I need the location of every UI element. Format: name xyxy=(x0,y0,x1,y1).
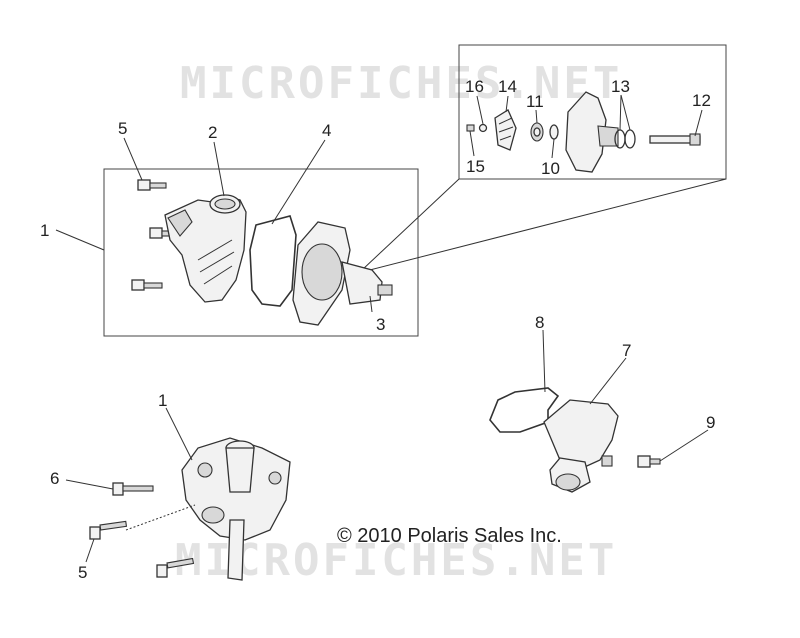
callout-1-bottom: 1 xyxy=(158,391,167,410)
gasket-part xyxy=(249,215,297,307)
pump-cover-part xyxy=(565,91,619,173)
callout-1-assembly: 1 xyxy=(40,221,49,240)
callout-5-assembly: 5 xyxy=(118,119,127,138)
washer-part xyxy=(478,123,488,133)
shaft-part xyxy=(649,133,701,146)
assembly-frame xyxy=(103,168,419,337)
leader-lines xyxy=(55,94,709,563)
callout-11: 11 xyxy=(526,92,544,111)
callout-4: 4 xyxy=(322,121,331,140)
seal-part xyxy=(530,122,544,142)
assembled-pump-part xyxy=(181,437,291,581)
water-pump-part xyxy=(292,221,393,326)
callout-14: 14 xyxy=(498,77,517,96)
callout-16: 16 xyxy=(465,77,484,96)
callout-3: 3 xyxy=(376,315,385,334)
bolt-part xyxy=(156,557,195,578)
bolt-part xyxy=(137,179,167,191)
detail-frame xyxy=(458,44,727,180)
bolt-part xyxy=(112,482,154,496)
bolt-part xyxy=(89,520,128,540)
callout-10: 10 xyxy=(541,159,560,178)
callout-8: 8 xyxy=(535,313,544,332)
thermostat-housing-part xyxy=(543,399,619,493)
callout-6: 6 xyxy=(50,469,59,488)
callout-13: 13 xyxy=(611,77,630,96)
watermark-bottom: MICROFICHES.NET xyxy=(175,535,617,586)
impeller-part xyxy=(494,109,517,151)
watermark-top: MICROFICHES.NET xyxy=(180,58,622,109)
callout-5-bottom: 5 xyxy=(78,563,87,582)
callout-15: 15 xyxy=(466,157,485,176)
washer-part xyxy=(549,124,559,140)
detail-leader-1 xyxy=(361,178,460,271)
callout-12: 12 xyxy=(692,91,711,110)
pump-housing-part xyxy=(164,194,247,303)
copyright-notice: © 2010 Polaris Sales Inc. xyxy=(337,525,562,547)
callout-7: 7 xyxy=(622,341,631,360)
bolt-part xyxy=(131,279,163,291)
callout-2: 2 xyxy=(208,123,217,142)
thermostat-gasket-part xyxy=(489,387,560,433)
bolt-part xyxy=(637,455,661,468)
callout-9: 9 xyxy=(706,413,715,432)
screw-part xyxy=(466,124,475,132)
detail-leader-2 xyxy=(361,178,727,273)
dashed-alignment-line xyxy=(125,504,196,531)
